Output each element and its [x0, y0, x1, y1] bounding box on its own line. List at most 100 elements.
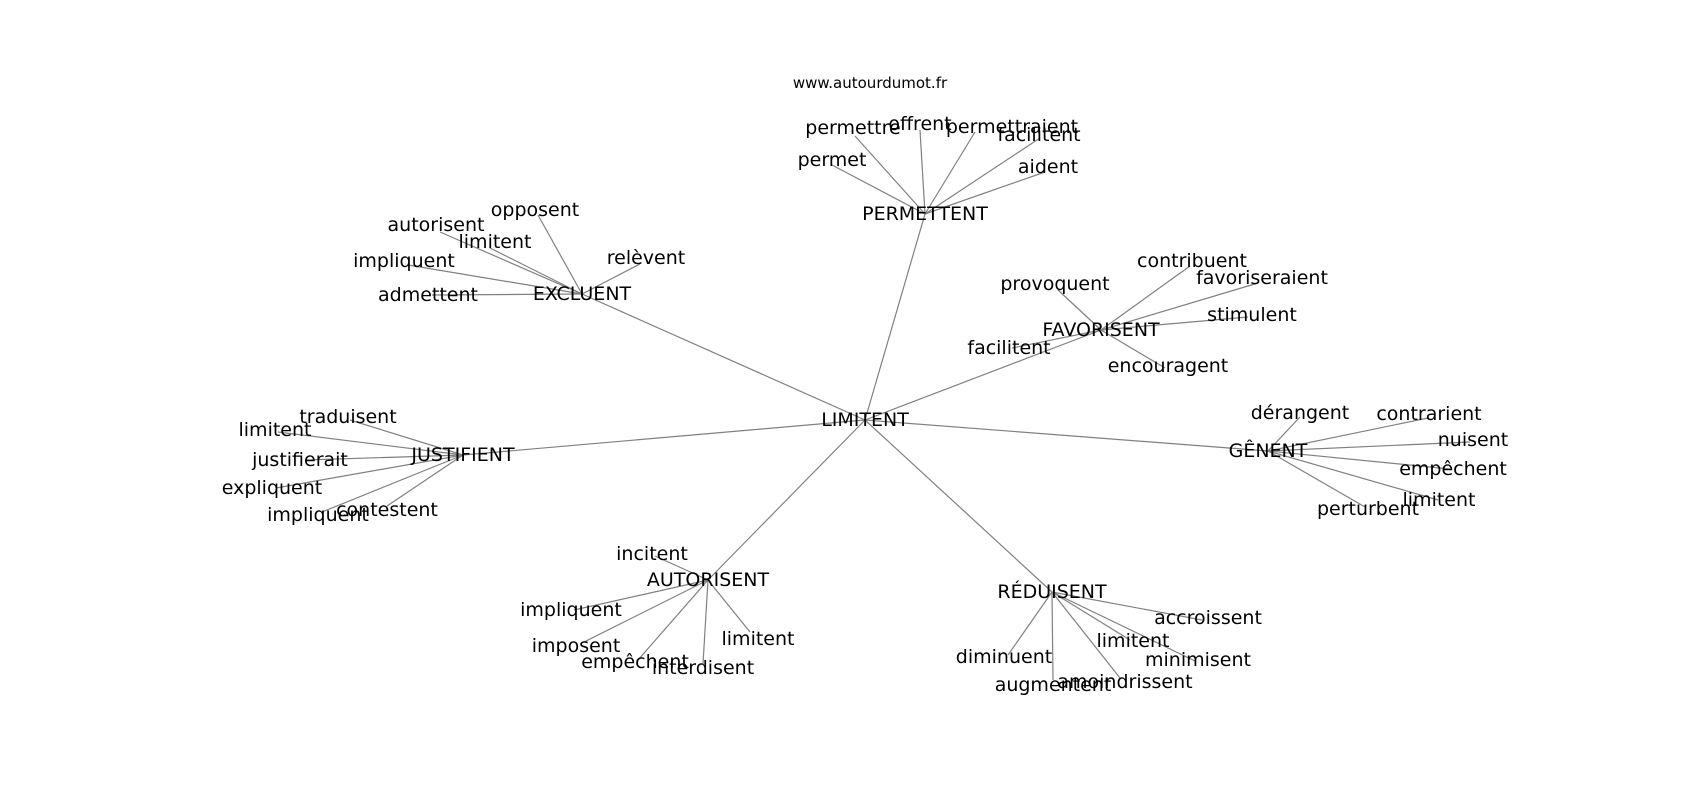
leaf-node-label: incitent [616, 543, 688, 565]
leaf-node-label: diminuent [956, 646, 1052, 668]
hub-leaf-edge [573, 579, 709, 611]
hub-leaf-edge [924, 171, 1046, 215]
hub-leaf-edge [831, 164, 926, 215]
hub-leaf-edge [1100, 316, 1249, 331]
hub-leaf-edge [854, 135, 926, 215]
leaf-node-label: limitent [459, 231, 532, 253]
leaf-node-label: permettraient [946, 116, 1078, 138]
leaf-node-label: offrent [888, 113, 951, 135]
hub-leaf-edge [1051, 591, 1203, 621]
leaf-node-label: limitent [1097, 630, 1170, 652]
leaf-node-label: permettre [805, 117, 900, 139]
leaf-node-label: impliquent [267, 504, 369, 526]
leaf-node-label: justifierait [251, 449, 348, 471]
hub-node-label: RÉDUISENT [997, 580, 1107, 603]
leaf-node-label: empêchent [1399, 458, 1507, 480]
hub-node-label: AUTORISENT [647, 569, 770, 591]
hub-leaf-edge [1051, 591, 1054, 681]
leaf-node-label: augmentent [995, 674, 1112, 696]
leaf-node-label: limitent [1403, 489, 1476, 511]
hub-leaf-edge [924, 131, 976, 215]
leaf-node-label: stimulent [1207, 304, 1297, 326]
center-hub-edge [864, 419, 1053, 593]
hub-leaf-edge [1057, 289, 1102, 331]
hub-node-label: EXCLUENT [533, 283, 632, 305]
graph-labels: www.autourdumot.fr LIMITENT PERMETTENT per… [222, 74, 1508, 696]
hub-leaf-edge [707, 579, 751, 633]
leaf-node-label: limitent [239, 419, 312, 441]
leaf-node-label: contrarient [1376, 403, 1481, 425]
leaf-node-label: opposent [491, 199, 579, 221]
hub-leaf-edge [1267, 417, 1429, 452]
hub-leaf-edge [579, 579, 709, 645]
hub-leaf-edge [1267, 416, 1301, 452]
center-hub-edge [864, 213, 926, 421]
leaf-node-label: favoriseraient [1196, 267, 1328, 289]
hub-node-label: GÊNENT [1229, 439, 1308, 462]
hub-node-label: PERMETTENT [862, 203, 988, 225]
hub-leaf-edge [1100, 282, 1259, 331]
hub-leaf-edge [1051, 591, 1121, 679]
leaf-node-label: traduisent [299, 406, 396, 428]
hub-leaf-edge [489, 247, 583, 295]
hub-leaf-edge [1100, 265, 1191, 331]
leaf-node-label: provoquent [1000, 273, 1109, 295]
hub-leaf-edge [1051, 591, 1196, 662]
center-hub-edge [864, 419, 1269, 452]
hub-node-label: FAVORISENT [1042, 319, 1160, 341]
leaf-node-label: expliquent [222, 477, 323, 499]
center-hub-edge [864, 329, 1102, 421]
center-hub-edge [581, 293, 866, 421]
leaf-node-label: impliquent [520, 599, 622, 621]
center-hub-edge [707, 419, 866, 581]
leaf-node-label: nuisent [1438, 429, 1508, 451]
hub-leaf-edge [1267, 441, 1471, 452]
hub-leaf-edge [275, 454, 464, 489]
hub-leaf-edge [304, 454, 464, 461]
hub-leaf-edge [637, 579, 709, 661]
leaf-node-label: permet [798, 149, 867, 171]
leaf-node-label: facilitent [967, 337, 1050, 359]
leaf-node-label: impliquent [353, 250, 455, 272]
hub-leaf-edge [439, 231, 583, 295]
hub-leaf-edge [702, 579, 709, 665]
hub-leaf-edge [277, 431, 464, 456]
hub-leaf-edge [1051, 591, 1131, 641]
hub-leaf-edge [386, 454, 464, 507]
leaf-node-label: accroissent [1154, 607, 1262, 629]
leaf-node-label: minimisent [1145, 649, 1251, 671]
leaf-node-label: perturbent [1317, 498, 1419, 520]
leaf-node-label: contestent [336, 499, 438, 521]
leaf-node-label: autorisent [388, 214, 485, 236]
hub-leaf-edge [349, 419, 464, 456]
leaf-node-label: amoindrissent [1057, 671, 1192, 693]
center-node-label: LIMITENT [821, 409, 909, 431]
center-hub-edge [462, 419, 866, 456]
hub-leaf-edge [1267, 450, 1439, 501]
leaf-node-label: aident [1018, 156, 1078, 178]
hub-leaf-edge [919, 129, 926, 215]
leaf-node-label: imposent [532, 635, 621, 657]
hub-leaf-edge [321, 454, 464, 513]
hub-leaf-edge [1267, 450, 1366, 508]
leaf-node-label: contribuent [1137, 250, 1247, 272]
leaf-node-label: encouragent [1108, 355, 1229, 377]
hub-leaf-edge [407, 264, 583, 295]
hub-leaf-edge [924, 137, 1041, 215]
hub-leaf-edge [581, 263, 641, 295]
leaf-node-label: interdisent [652, 657, 754, 679]
leaf-node-label: facilitent [997, 124, 1080, 146]
hub-leaf-edge [1011, 329, 1102, 349]
hub-node-label: JUSTIFIENT [410, 444, 515, 466]
leaf-node-label: dérangent [1251, 402, 1350, 424]
hub-leaf-edge [654, 555, 709, 581]
hub-leaf-edge [1267, 450, 1451, 470]
watermark-text: www.autourdumot.fr [793, 74, 948, 92]
hub-leaf-edge [1007, 591, 1053, 656]
hub-leaf-edge [1100, 329, 1166, 369]
leaf-node-label: admettent [378, 284, 478, 306]
hub-leaf-edge [537, 214, 583, 295]
leaf-node-label: empêchent [581, 651, 689, 673]
hub-leaf-edge [431, 293, 583, 296]
